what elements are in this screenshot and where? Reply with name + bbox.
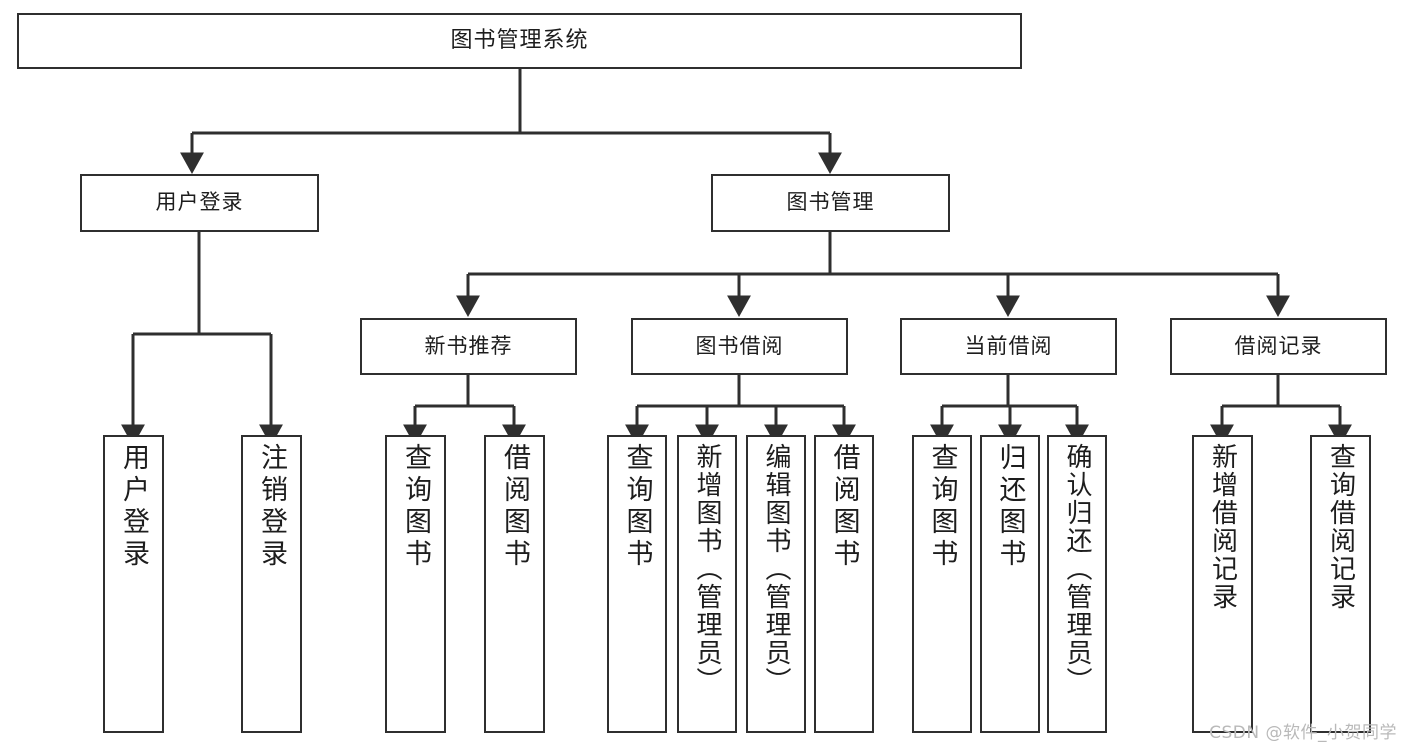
node-leaf-query-book-1[interactable]: 查询图书 [385,435,446,733]
node-label: 查询图书 [400,443,431,571]
node-leaf-confirm-return[interactable]: 确认归还（管理员） [1047,435,1107,733]
node-label: 查询借阅记录 [1325,443,1356,611]
node-leaf-add-record[interactable]: 新增借阅记录 [1192,435,1253,733]
node-label: 查询图书 [926,443,958,571]
node-leaf-user-logout[interactable]: 注销登录 [241,435,302,733]
node-root-system[interactable]: 图书管理系统 [17,13,1022,69]
node-label: 新增图书（管理员） [692,443,722,695]
node-label: 图书管理 [786,190,875,215]
node-label: 图书管理系统 [450,27,589,53]
node-current-borrow[interactable]: 当前借阅 [900,318,1117,375]
node-label: 借阅记录 [1234,333,1323,358]
node-label: 借阅图书 [499,443,530,571]
node-leaf-query-book-2[interactable]: 查询图书 [607,435,667,733]
node-label: 新增借阅记录 [1207,443,1238,611]
node-leaf-return-book[interactable]: 归还图书 [980,435,1040,733]
node-label: 查询图书 [621,443,653,571]
node-leaf-edit-book[interactable]: 编辑图书（管理员） [746,435,806,733]
node-label: 图书借阅 [695,333,784,358]
node-book-borrow[interactable]: 图书借阅 [631,318,848,375]
node-leaf-query-record[interactable]: 查询借阅记录 [1310,435,1371,733]
node-label: 用户登录 [118,443,149,571]
node-leaf-user-login[interactable]: 用户登录 [103,435,164,733]
node-label: 当前借阅 [964,333,1053,358]
node-label: 用户登录 [155,190,244,215]
node-borrow-record[interactable]: 借阅记录 [1170,318,1387,375]
node-label: 注销登录 [256,443,287,571]
node-book-manage[interactable]: 图书管理 [711,174,950,232]
node-label: 借阅图书 [828,443,860,571]
node-leaf-query-book-3[interactable]: 查询图书 [912,435,972,733]
node-leaf-borrow-book-1[interactable]: 借阅图书 [484,435,545,733]
node-label: 确认归还（管理员） [1062,443,1092,695]
node-new-book-recommend[interactable]: 新书推荐 [360,318,577,375]
csdn-watermark: CSDN @软件_小贺同学 [1209,723,1397,743]
node-leaf-add-book[interactable]: 新增图书（管理员） [677,435,737,733]
node-leaf-borrow-book-2[interactable]: 借阅图书 [814,435,874,733]
node-label: 新书推荐 [424,333,513,358]
node-label: 编辑图书（管理员） [761,443,791,695]
node-label: 归还图书 [994,443,1026,571]
node-user-login[interactable]: 用户登录 [80,174,319,232]
